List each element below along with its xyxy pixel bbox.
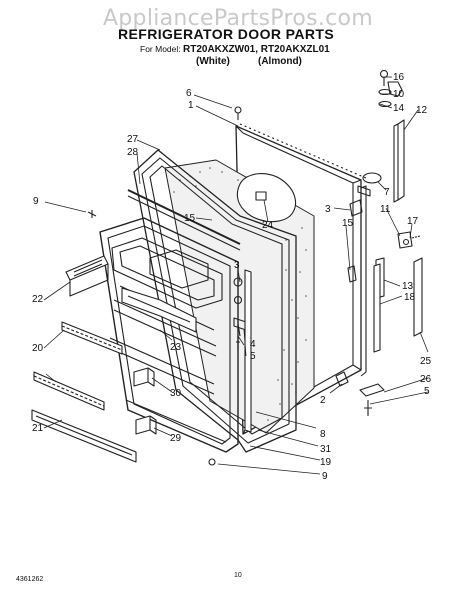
hinge-bracket-3 — [349, 199, 363, 217]
strip-18 — [373, 263, 381, 353]
door-gasket — [127, 149, 297, 453]
callout-1: 1 — [188, 100, 194, 111]
callout-5-right: 5 — [424, 386, 430, 397]
bottom-trim-21 — [31, 409, 137, 463]
callout-20: 20 — [32, 343, 44, 354]
door-stop-strip-31 — [244, 269, 252, 433]
cap-7 — [362, 172, 382, 184]
callout-16: 16 — [393, 72, 405, 83]
hinge-11 — [397, 231, 413, 249]
callout-24: 24 — [262, 220, 274, 231]
screw-9-bottom — [208, 458, 216, 466]
callout-28: 28 — [127, 147, 139, 158]
watermark: AppliancePartsPros.com — [102, 6, 374, 31]
color-almond: (Almond) — [258, 56, 302, 67]
page-number: 10 — [234, 572, 242, 579]
callout-15-left: 15 — [184, 213, 196, 224]
callout-23: 23 — [170, 342, 182, 353]
shelf-rail-lower-20 — [33, 371, 105, 411]
model-line: For Model: RT20AKXZW01, RT20AKXZL01 — [140, 44, 330, 55]
bracket-15 — [347, 265, 357, 283]
screw-4 — [237, 323, 241, 337]
shelf-end-cap-29 — [135, 415, 157, 435]
callout-13: 13 — [402, 281, 414, 292]
callout-26: 26 — [420, 374, 432, 385]
callout-3-right: 3 — [325, 204, 331, 215]
door-foot-2 — [335, 371, 349, 387]
callout-7: 7 — [384, 187, 390, 198]
screw-9-top — [87, 210, 97, 218]
callout-5-center: 5 — [250, 351, 256, 362]
screws — [87, 106, 410, 466]
callout-17: 17 — [407, 216, 419, 227]
callout-8: 8 — [320, 429, 326, 440]
shelf-rail-upper-20 — [61, 321, 123, 355]
model-numbers: RT20AKXZW01, RT20AKXZL01 — [183, 44, 330, 55]
bushing-14 — [378, 100, 392, 108]
right-hinge-parts — [347, 199, 423, 353]
callout-14: 14 — [393, 103, 405, 114]
callout-11: 11 — [380, 204, 391, 215]
callout-31: 31 — [320, 444, 332, 455]
hinge-plate-25 — [413, 257, 423, 337]
screw-5 — [364, 400, 372, 416]
color-white: (White) — [196, 56, 230, 67]
callout-27: 27 — [127, 134, 139, 145]
screw-16 — [379, 69, 389, 79]
callout-2: 2 — [320, 395, 326, 406]
screw-6 — [234, 106, 242, 114]
callout-18: 18 — [404, 292, 416, 303]
door-liner — [99, 217, 239, 453]
callout-15-right: 15 — [342, 218, 354, 229]
callout-9-bottom: 9 — [322, 471, 328, 482]
callout-30: 30 — [170, 388, 182, 399]
callout-22: 22 — [32, 294, 44, 305]
callout-12: 12 — [416, 105, 428, 116]
callout-10: 10 — [393, 89, 405, 100]
hinge-cover-12 — [397, 119, 405, 201]
callout-4: 4 — [250, 339, 256, 350]
leader-lines — [43, 76, 429, 475]
bottom-hinge-assembly — [335, 371, 385, 416]
bottom-hinge-26 — [359, 383, 385, 397]
callout-labels: 6 1 27 28 9 15 24 16 10 14 12 7 3 11 17 … — [32, 72, 432, 482]
shelf-bar-22 — [65, 255, 109, 297]
callout-3-center: 3 — [234, 260, 240, 271]
callout-9-top: 9 — [33, 196, 39, 207]
top-hinge-assembly — [357, 69, 405, 203]
foam-bracket-24 — [255, 191, 267, 201]
callout-21: 21 — [32, 423, 44, 434]
document-number: 4361262 — [16, 576, 44, 583]
model-prefix: For Model: — [140, 44, 181, 54]
callout-25: 25 — [420, 356, 432, 367]
callout-19: 19 — [320, 457, 332, 468]
callout-6: 6 — [186, 88, 192, 99]
washer-10 — [378, 88, 392, 96]
shelf-23 — [121, 287, 197, 333]
shelf-end-cap-30 — [133, 367, 155, 387]
callout-29: 29 — [170, 433, 182, 444]
screw-17 — [402, 238, 410, 246]
page-title: REFRIGERATOR DOOR PARTS — [118, 26, 335, 42]
